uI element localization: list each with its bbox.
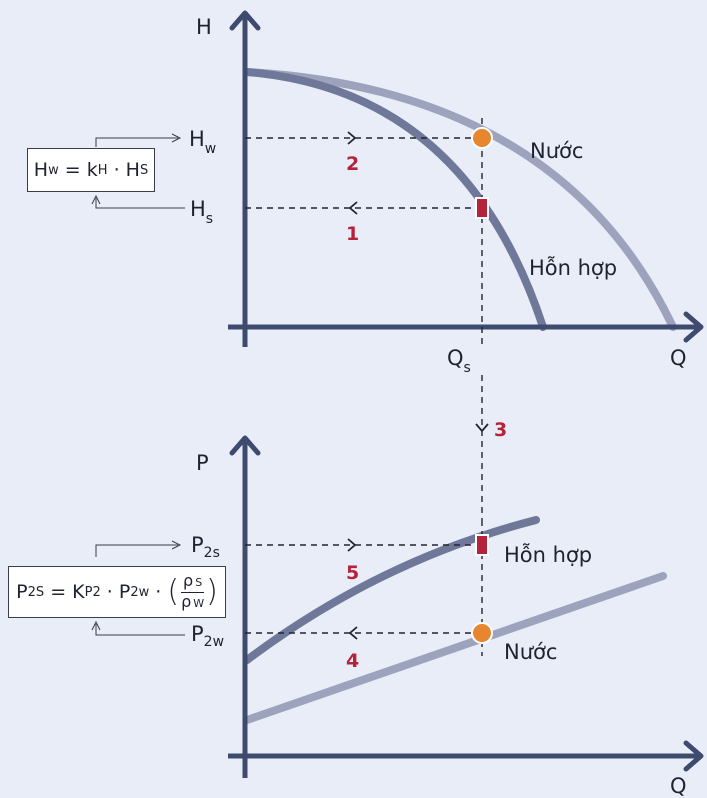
p2s-connector-arrow bbox=[171, 540, 182, 550]
h-axis-arrow bbox=[229, 10, 261, 31]
p2w-connector bbox=[95, 624, 185, 636]
arrow-3-icon bbox=[475, 423, 489, 433]
water-curve-top bbox=[243, 68, 677, 331]
frac-num-symbol: ρ bbox=[183, 570, 194, 590]
step-3-number: 3 bbox=[494, 419, 507, 441]
frac-den-symbol: ρ bbox=[181, 591, 192, 611]
step-2-number: 2 bbox=[346, 153, 359, 175]
formula-paren-open: ( bbox=[167, 574, 180, 609]
water-point-bottom bbox=[471, 622, 493, 644]
mixture-curve-bottom bbox=[243, 516, 540, 664]
p2w-label: P2w bbox=[191, 622, 224, 650]
p2s-label: P2s bbox=[191, 533, 220, 561]
p-axis-arrow bbox=[229, 435, 261, 456]
formula-p-dot2: · bbox=[149, 581, 168, 603]
water-curve-bottom-label: Nước bbox=[504, 640, 557, 664]
arrow-5-icon bbox=[347, 538, 357, 552]
hw-label: Hw bbox=[189, 127, 216, 157]
formula-h-hs-sub: S bbox=[139, 162, 149, 178]
hs-label: Hs bbox=[190, 197, 213, 227]
frac-num-sub: S bbox=[195, 575, 203, 589]
p-axis-label: P bbox=[196, 451, 209, 475]
hw-connector bbox=[95, 137, 178, 147]
water-curve-top-label: Nước bbox=[530, 139, 583, 163]
mixture-curve-top bbox=[243, 68, 547, 331]
formula-p-lhs-sub: 2S bbox=[27, 584, 45, 600]
hs-connector bbox=[95, 198, 185, 209]
water-point-top bbox=[471, 127, 493, 149]
formula-p-eq: = K bbox=[44, 581, 85, 603]
formula-h-lhs-sub: w bbox=[48, 162, 59, 178]
formula-h-rest: · H bbox=[107, 159, 140, 181]
h-axis-label: H bbox=[196, 15, 212, 39]
top-chart: H Q Hw Hs Qs Nước Hỗn hợp 2 1 bbox=[91, 10, 704, 376]
formula-paren-close: ) bbox=[206, 574, 218, 609]
formula-p-lhs: P bbox=[16, 581, 28, 603]
q-axis-top-arrow bbox=[683, 311, 704, 343]
formula-h-k-sub: H bbox=[97, 162, 108, 178]
frac-den-sub: W bbox=[193, 596, 205, 610]
p2s-connector bbox=[95, 544, 178, 557]
step-4-number: 4 bbox=[346, 650, 359, 672]
mixture-point-bottom bbox=[475, 534, 489, 556]
qs-label: Qs bbox=[447, 346, 471, 376]
q-axis-bottom-label: Q bbox=[670, 774, 687, 798]
p2w-connector-arrow bbox=[91, 620, 101, 631]
water-curve-bottom bbox=[243, 572, 667, 724]
hw-connector-arrow bbox=[171, 133, 182, 143]
frac-bar bbox=[181, 591, 205, 593]
q-axis-bottom-arrow bbox=[683, 740, 704, 772]
formula-p-dot1: · P bbox=[100, 581, 131, 603]
arrow-1-icon bbox=[348, 201, 358, 215]
q-axis-top-label: Q bbox=[670, 346, 687, 370]
mixture-point-top bbox=[475, 197, 489, 219]
formula-h-lhs: H bbox=[33, 159, 49, 181]
bottom-chart: P Q P2s P2w Hỗn hợp Nước 5 4 bbox=[91, 435, 704, 798]
mixture-curve-top-label: Hỗn hợp bbox=[529, 255, 617, 280]
formula-p-k-sub: P2 bbox=[84, 584, 101, 600]
formula-h-eq: = k bbox=[58, 159, 98, 181]
mixture-curve-bottom-label: Hỗn hợp bbox=[504, 542, 592, 567]
step-5-number: 5 bbox=[346, 562, 359, 584]
step-1-number: 1 bbox=[346, 223, 359, 245]
formula-p-p-sub: 2w bbox=[130, 584, 150, 600]
arrow-4-icon bbox=[348, 626, 358, 640]
hs-connector-arrow bbox=[91, 194, 101, 205]
arrow-2-icon bbox=[347, 131, 357, 145]
